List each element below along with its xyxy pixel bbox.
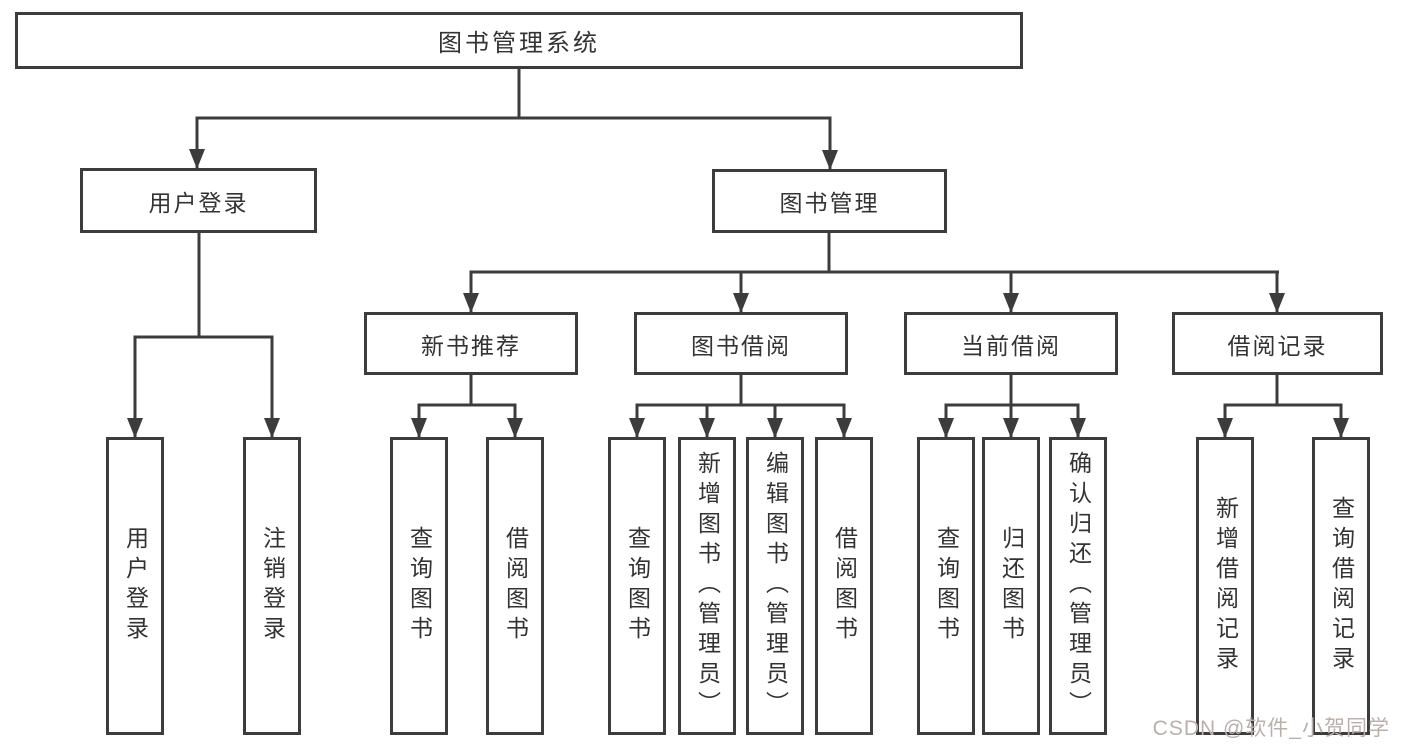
- node-current-borrowing-label: 当前借阅: [961, 332, 1061, 359]
- node-library-system-label: 图书管理系统: [438, 30, 600, 57]
- leaf-query-books-current: 查询图书: [917, 437, 975, 735]
- leaf-add-borrow-record-label: 新增借阅记录: [1212, 496, 1239, 676]
- leaf-logout: 注销登录: [243, 437, 301, 735]
- node-user-login-label: 用户登录: [148, 189, 249, 216]
- leaf-add-borrow-record: 新增借阅记录: [1196, 437, 1254, 735]
- leaf-query-books-current-label: 查询图书: [933, 526, 960, 646]
- node-new-book-recommend-label: 新书推荐: [421, 332, 521, 359]
- leaf-user-login: 用户登录: [106, 437, 164, 735]
- leaf-add-book-admin: 新增图书（管理员）: [678, 437, 736, 735]
- leaf-add-book-admin-label: 新增图书（管理员）: [694, 451, 721, 721]
- leaf-edit-book-admin-label: 编辑图书（管理员）: [762, 451, 789, 721]
- leaf-borrow-books-newbook: 借阅图书: [486, 437, 544, 735]
- leaf-borrow-books-borrowing: 借阅图书: [815, 437, 873, 735]
- node-book-management-label: 图书管理: [779, 190, 880, 216]
- node-new-book-recommend: 新书推荐: [364, 312, 578, 375]
- leaf-borrow-books-newbook-label: 借阅图书: [502, 526, 529, 646]
- leaf-query-books-borrowing-label: 查询图书: [624, 526, 651, 646]
- node-borrowing-records-label: 借阅记录: [1227, 332, 1328, 359]
- leaf-confirm-return-admin: 确认归还（管理员）: [1049, 437, 1107, 735]
- node-borrowing-records: 借阅记录: [1172, 312, 1383, 375]
- leaf-borrow-books-borrowing-label: 借阅图书: [831, 526, 858, 646]
- leaf-return-books-label: 归还图书: [998, 526, 1025, 646]
- node-library-system: 图书管理系统: [15, 12, 1023, 69]
- node-book-management: 图书管理: [712, 169, 947, 233]
- leaf-query-borrow-record-label: 查询借阅记录: [1328, 496, 1355, 676]
- leaf-user-login-label: 用户登录: [122, 526, 149, 646]
- watermark: CSDN @软件_小贺同学: [1152, 717, 1390, 740]
- leaf-logout-label: 注销登录: [259, 526, 286, 646]
- leaf-return-books: 归还图书: [982, 437, 1040, 735]
- leaf-edit-book-admin: 编辑图书（管理员）: [746, 437, 804, 735]
- leaf-query-borrow-record: 查询借阅记录: [1312, 437, 1370, 735]
- node-current-borrowing: 当前借阅: [904, 312, 1118, 375]
- leaf-query-books-newbook: 查询图书: [390, 437, 448, 735]
- node-book-borrowing-label: 图书借阅: [691, 332, 791, 359]
- node-book-borrowing: 图书借阅: [634, 312, 848, 375]
- leaf-query-books-borrowing: 查询图书: [608, 437, 666, 735]
- leaf-confirm-return-admin-label: 确认归还（管理员）: [1065, 451, 1092, 721]
- leaf-query-books-newbook-label: 查询图书: [406, 526, 433, 646]
- node-user-login: 用户登录: [80, 168, 317, 233]
